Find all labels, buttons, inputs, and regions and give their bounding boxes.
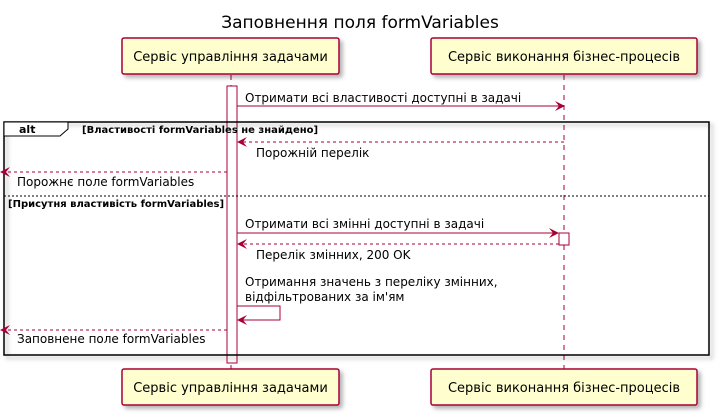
participant-bpms-service-top-label: Сервіс виконання бізнес-процесів xyxy=(448,50,680,65)
participant-task-service-bottom xyxy=(121,368,340,406)
alt-guard-1-label: [Властивості formVariables не знайдено] xyxy=(82,125,318,136)
alt-guard-2-label: [Присутня властивість formVariables] xyxy=(8,199,224,210)
message-6-label-line-2: відфільтрованих за ім'ям xyxy=(245,290,404,304)
activation-bar-bpms-service xyxy=(558,232,570,246)
alt-operator-label: alt xyxy=(19,123,35,136)
message-2-label: Порожній перелік xyxy=(256,146,369,160)
participant-task-service-top xyxy=(121,37,340,75)
message-3-label: Порожнє поле formVariables xyxy=(17,175,194,189)
participant-bpms-service-top xyxy=(430,37,698,75)
message-6-label-line-1: Отримання значень з переліку змінних, xyxy=(245,275,498,289)
message-6-self-arrow xyxy=(237,305,281,325)
message-7-label: Заповнене поле formVariables xyxy=(17,332,205,346)
diagram-title: Заповнення поля formVariables xyxy=(221,13,499,33)
message-4-label: Отримати всі змінні доступні в задачі xyxy=(245,217,484,231)
participant-bpms-service-bottom xyxy=(430,368,698,406)
participant-task-service-top-label: Сервіс управління задачами xyxy=(133,50,328,65)
message-5-label: Перелік змінних, 200 OK xyxy=(256,248,412,262)
participant-task-service-bottom-label: Сервіс управління задачами xyxy=(133,381,328,396)
alt-fragment-tab xyxy=(3,121,69,137)
alt-fragment-frame xyxy=(3,121,710,356)
participant-bpms-service-bottom-label: Сервіс виконання бізнес-процесів xyxy=(448,381,680,396)
activation-bar-task-service xyxy=(226,85,238,364)
message-1-label: Отримати всі властивості доступні в зада… xyxy=(245,91,521,105)
